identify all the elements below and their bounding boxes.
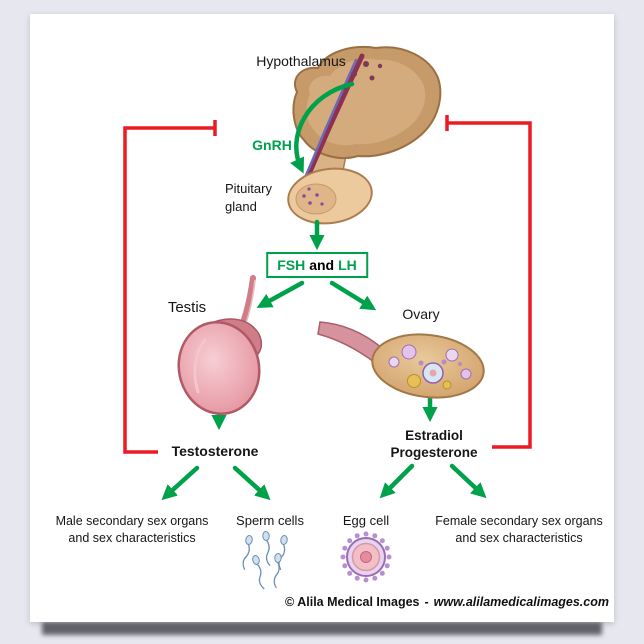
ovary-label: Ovary [402,306,440,322]
testis-illustration [177,275,263,416]
sperm-cells-label: Sperm cells [236,513,304,528]
female-outcome-line2: and sex characteristics [455,531,583,545]
male-outcome-line2: and sex characteristics [68,531,196,545]
hypothalamus-label: Hypothalamus [256,53,346,69]
testosterone-label: Testosterone [171,443,259,459]
pituitary-illustration [287,167,373,225]
ovary-illustration [317,321,485,399]
female-outcome-line1: Female secondary sex organs [435,514,603,528]
fshlh-to-testis-arrow [256,280,305,308]
copyright-text: © Alila Medical Images [285,595,420,609]
testosterone-to-male-arrow [161,465,200,501]
gnrh-label: GnRH [252,137,292,153]
negative-feedback-line-left [123,120,217,454]
estradiol-label: Estradiol [405,428,463,443]
pituitary-label-line1: Pituitary [225,181,272,196]
copyright-dash: - [424,595,429,609]
website-text: www.alilamedicalimages.com [433,595,609,609]
lh-label: LH [338,257,357,273]
estradiol-to-egg-arrow [379,463,415,499]
progesterone-label: Progesterone [390,445,478,460]
estradiol-to-female-arrow [449,463,487,499]
testis-label: Testis [167,299,207,316]
poster-bottom-shadow [42,622,602,635]
gnrh-arrow [290,81,355,174]
fshlh-to-ovary-arrow [329,280,377,311]
copyright-line: © Alila Medical Images-www.alilamedicali… [285,595,609,609]
pituitary-label-line2: gland [225,199,257,214]
egg-illustration [340,531,392,583]
negative-feedback-line-right [445,115,532,449]
male-outcome-line1: Male secondary sex organs [55,514,209,528]
and-label: and [309,257,335,273]
sperm-illustration [242,531,288,590]
testosterone-to-sperm-arrow [232,465,271,501]
fsh-label: FSH [277,257,306,273]
egg-cell-label: Egg cell [342,513,390,528]
